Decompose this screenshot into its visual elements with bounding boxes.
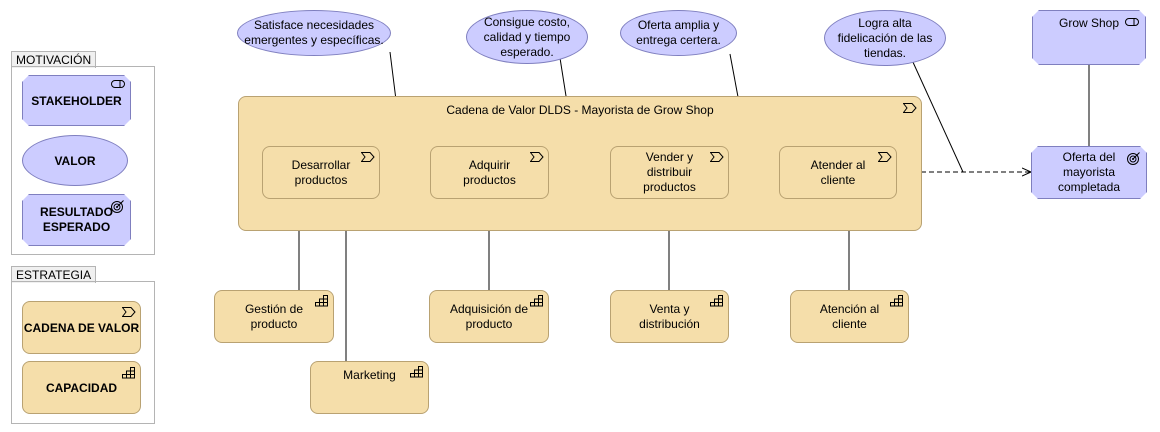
capability-5-label: Marketing xyxy=(343,368,396,382)
value-4-label: Logra alta fidelicación de las tiendas. xyxy=(837,15,933,60)
stakeholder-icon xyxy=(111,80,125,88)
value-4: Logra alta fidelicación de las tiendas. xyxy=(824,10,946,66)
value-stream-icon xyxy=(878,152,892,162)
target-icon xyxy=(111,199,125,213)
value-stream-icon xyxy=(903,103,917,113)
capability-product-acquisition: Adquisición de producto xyxy=(429,290,549,343)
outcome-label: Oferta del mayorista completada xyxy=(1057,150,1121,194)
legend-value-label: VALOR xyxy=(54,153,96,168)
legend-value: VALOR xyxy=(22,135,128,186)
value-2-label: Consigue costo, calidad y tiempo esperad… xyxy=(483,14,571,59)
capability-icon xyxy=(890,295,903,307)
stakeholder-icon xyxy=(1125,18,1139,26)
legend-stakeholder: STAKEHOLDER xyxy=(22,75,131,126)
legend-capability-label: CAPACIDAD xyxy=(45,380,118,395)
outcome-offer-completed: Oferta del mayorista completada xyxy=(1031,146,1147,199)
value-stream-icon xyxy=(530,152,544,162)
legend-motivation-group xyxy=(11,66,155,255)
value-3-label: Oferta amplia y entrega certera. xyxy=(636,18,721,47)
legend-strategy-title: ESTRATEGIA xyxy=(11,266,97,283)
stakeholder-grow-shop: Grow Shop xyxy=(1032,10,1146,65)
capability-1-label: Gestión de producto xyxy=(244,301,304,331)
capability-3-label: Venta y distribución xyxy=(639,301,700,331)
legend-outcome: RESULTADO ESPERADO xyxy=(22,194,131,246)
legend-outcome-label: RESULTADO ESPERADO xyxy=(40,205,113,234)
legend-value-chain: CADENA DE VALOR xyxy=(22,301,141,354)
capability-icon xyxy=(315,295,328,307)
value-2: Consigue costo, calidad y tiempo esperad… xyxy=(466,10,588,64)
capability-product-management: Gestión de producto xyxy=(214,290,334,343)
value-link-4 xyxy=(911,59,964,173)
stage-1-label: Desarrollar productos xyxy=(291,157,351,187)
capability-icon xyxy=(122,367,135,379)
capability-marketing: Marketing xyxy=(310,361,429,414)
target-icon xyxy=(1127,151,1141,165)
value-1-label: Satisface necesidades emergentes y espec… xyxy=(244,18,384,47)
value-stream-icon xyxy=(361,152,375,162)
legend-motivation-title: MOTIVACIÓN xyxy=(11,51,97,68)
capability-icon xyxy=(710,295,723,307)
value-stream-icon xyxy=(710,152,724,162)
value-stream-icon xyxy=(122,307,136,317)
legend-value-chain-label: CADENA DE VALOR xyxy=(23,320,140,335)
stage-2: Adquirir productos xyxy=(430,146,549,199)
value-3: Oferta amplia y entrega certera. xyxy=(620,10,737,56)
value-1: Satisface necesidades emergentes y espec… xyxy=(237,10,391,56)
capability-sales-distribution: Venta y distribución xyxy=(610,290,729,343)
stage-4-label: Atender al cliente xyxy=(810,157,866,187)
capability-2-label: Adquisición de producto xyxy=(449,301,529,331)
stage-3: Vender y distribuir productos xyxy=(610,146,729,199)
legend-stakeholder-label: STAKEHOLDER xyxy=(31,93,122,108)
stage-2-label: Adquirir productos xyxy=(463,157,516,187)
value-chain-title: Cadena de Valor DLDS - Mayorista de Grow… xyxy=(446,103,714,117)
capability-customer-service: Atención al cliente xyxy=(790,290,909,343)
capability-icon xyxy=(530,295,543,307)
capability-4-label: Atención al cliente xyxy=(819,301,880,331)
capability-icon xyxy=(410,366,423,378)
stage-4: Atender al cliente xyxy=(779,146,897,199)
legend-strategy-group xyxy=(11,281,155,424)
stage-3-label: Vender y distribuir productos xyxy=(643,150,696,194)
legend-capability: CAPACIDAD xyxy=(22,361,141,414)
stage-1: Desarrollar productos xyxy=(262,146,380,199)
stakeholder-label: Grow Shop xyxy=(1058,16,1120,30)
